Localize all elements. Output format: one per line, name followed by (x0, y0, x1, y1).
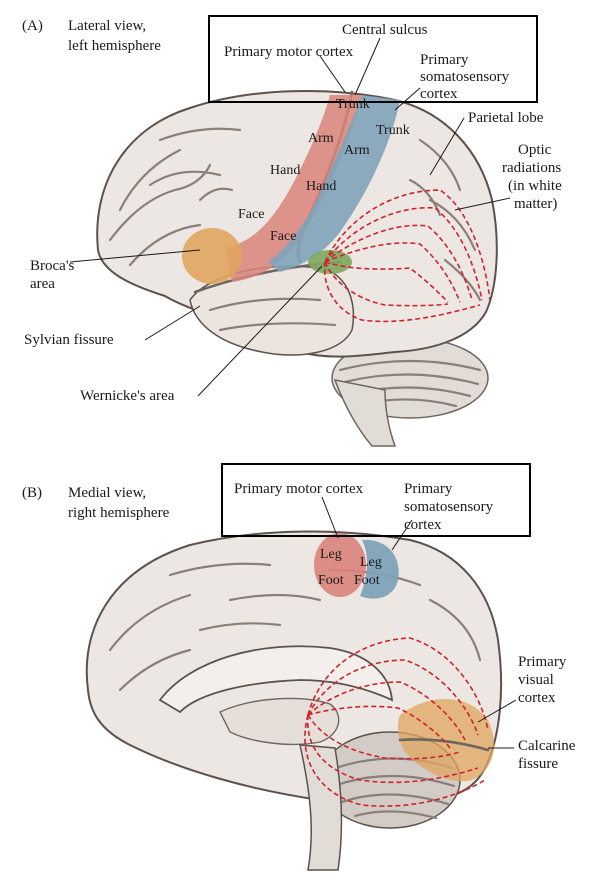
leader-brocas-area (69, 249, 201, 263)
brocas-area-region (182, 228, 242, 284)
motor-arm-a: Arm (308, 131, 334, 146)
panel-b-view-line1: Medial view, (68, 485, 146, 501)
label-brocas-2: area (30, 276, 55, 292)
motor-callout-box-a (208, 15, 538, 103)
panel-b-label: (B) (22, 485, 42, 501)
motor-hand-a: Hand (270, 163, 300, 178)
motor-cortex-region-b (314, 533, 366, 597)
optic-radiations-b (304, 637, 489, 807)
cerebellum-folia-a (338, 359, 482, 408)
label-optic-4: matter) (514, 196, 557, 212)
sensory-foot-b: Foot (354, 573, 380, 588)
panel-a-view-line2: left hemisphere (68, 38, 161, 54)
leader-sylvian-fissure (144, 305, 201, 341)
leader-optic-radiations (454, 197, 511, 211)
panel-b: (B) Medial view, right hemisphere Primar… (22, 463, 576, 871)
label-optic-2: radiations (502, 160, 561, 176)
label-primary-motor-cortex-a: Primary motor cortex (224, 44, 354, 60)
frontal-gyri (108, 127, 242, 267)
motor-face-a: Face (238, 207, 264, 222)
leader-motor-cortex-b (321, 496, 339, 539)
label-primary-motor-cortex-b: Primary motor cortex (234, 481, 364, 497)
somatosensory-strip-a (268, 95, 400, 272)
panel-a-label: (A) (22, 18, 43, 34)
temporal-gyri (208, 297, 337, 332)
sensory-leg-b: Leg (360, 555, 382, 570)
motor-leg-b: Leg (320, 547, 342, 562)
label-somatosensory-b-1: Primary (404, 481, 453, 497)
motor-callout-box-b (221, 463, 531, 537)
label-central-sulcus: Central sulcus (342, 22, 428, 38)
label-sylvian-fissure: Sylvian fissure (24, 332, 114, 348)
leader-parietal-lobe (429, 117, 465, 176)
motor-trunk-a: Trunk (336, 97, 370, 112)
corpus-callosum (158, 645, 394, 714)
sensory-trunk-a: Trunk (376, 123, 410, 138)
label-optic-3: (in white (508, 178, 562, 194)
brainstem-a (333, 378, 397, 447)
panel-b-view-line2: right hemisphere (68, 505, 170, 521)
leader-wernickes-area (197, 265, 323, 397)
panel-a: (A) Lateral view, left hemisphere Centra… (22, 15, 562, 447)
leader-somatosensory (394, 87, 421, 111)
brainstem-b (299, 744, 343, 871)
panel-a-view-line1: Lateral view, (68, 18, 146, 34)
label-somatosensory-b-2: somatosensory (404, 499, 494, 515)
label-somatosensory-a-1: Primary (420, 52, 469, 68)
parietal-gyri (408, 138, 482, 302)
sensory-arm-a: Arm (344, 143, 370, 158)
label-visual-1: Primary (518, 654, 567, 670)
label-somatosensory-b-3: cortex (404, 517, 442, 533)
label-somatosensory-a-3: cortex (420, 86, 458, 102)
motor-foot-b: Foot (318, 573, 344, 588)
sensory-hand-a: Hand (306, 179, 336, 194)
motor-cortex-strip-a (226, 95, 362, 282)
somatosensory-region-b (360, 539, 399, 599)
label-wernickes-area: Wernicke's area (80, 388, 175, 404)
leader-visual-cortex (477, 699, 517, 723)
label-calcarine-2: fissure (518, 756, 558, 772)
optic-radiations-a (323, 189, 491, 323)
label-parietal-lobe: Parietal lobe (468, 110, 544, 126)
label-visual-3: cortex (518, 690, 556, 706)
leader-central-sulcus (354, 37, 381, 96)
label-calcarine-1: Calcarine (518, 738, 576, 754)
sensory-face-a: Face (270, 229, 296, 244)
label-somatosensory-a-2: somatosensory (420, 69, 510, 85)
leader-motor-cortex (319, 55, 346, 93)
label-optic-1: Optic (518, 142, 552, 158)
label-brocas-1: Broca's (30, 258, 75, 274)
label-visual-2: visual (518, 672, 554, 688)
